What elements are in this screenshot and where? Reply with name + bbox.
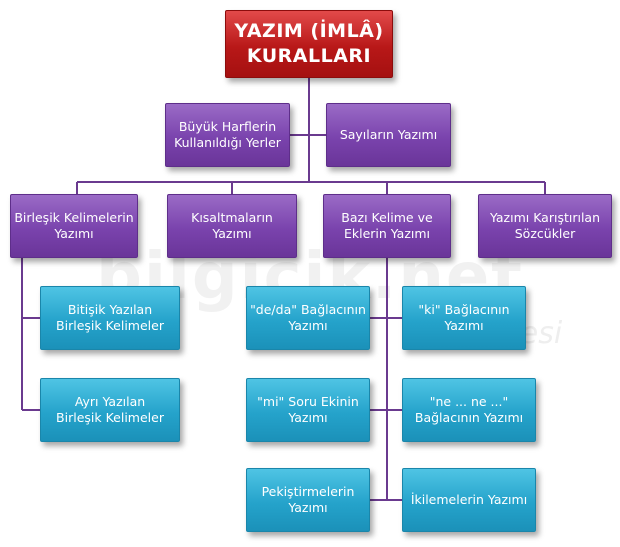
node-separate-compounds: Ayrı Yazılan Birleşik Kelimeler	[40, 378, 180, 442]
node-mi: "mi" Soru Ekinin Yazımı	[246, 378, 370, 442]
node-abbreviations: Kısaltmaların Yazımı	[167, 194, 297, 258]
node-numbers: Sayıların Yazımı	[326, 103, 451, 167]
node-ne-ne: "ne ... ne ..." Bağlacının Yazımı	[402, 378, 536, 442]
node-compound-words: Birleşik Kelimelerin Yazımı	[10, 194, 138, 258]
node-words-suffixes: Bazı Kelime ve Eklerin Yazımı	[323, 194, 451, 258]
node-de-da: "de/da" Bağlacının Yazımı	[246, 286, 370, 350]
node-reduplications: İkilemelerin Yazımı	[402, 468, 536, 532]
root-node: YAZIM (İMLÂ) KURALLARI	[225, 10, 393, 78]
node-capital-letters: Büyük Harflerin Kullanıldığı Yerler	[165, 103, 290, 167]
node-ki: "ki" Bağlacının Yazımı	[402, 286, 526, 350]
node-reinforcements: Pekiştirmelerin Yazımı	[246, 468, 370, 532]
node-confused-words: Yazımı Karıştırılan Sözcükler	[478, 194, 612, 258]
node-joined-compounds: Bitişik Yazılan Birleşik Kelimeler	[40, 286, 180, 350]
